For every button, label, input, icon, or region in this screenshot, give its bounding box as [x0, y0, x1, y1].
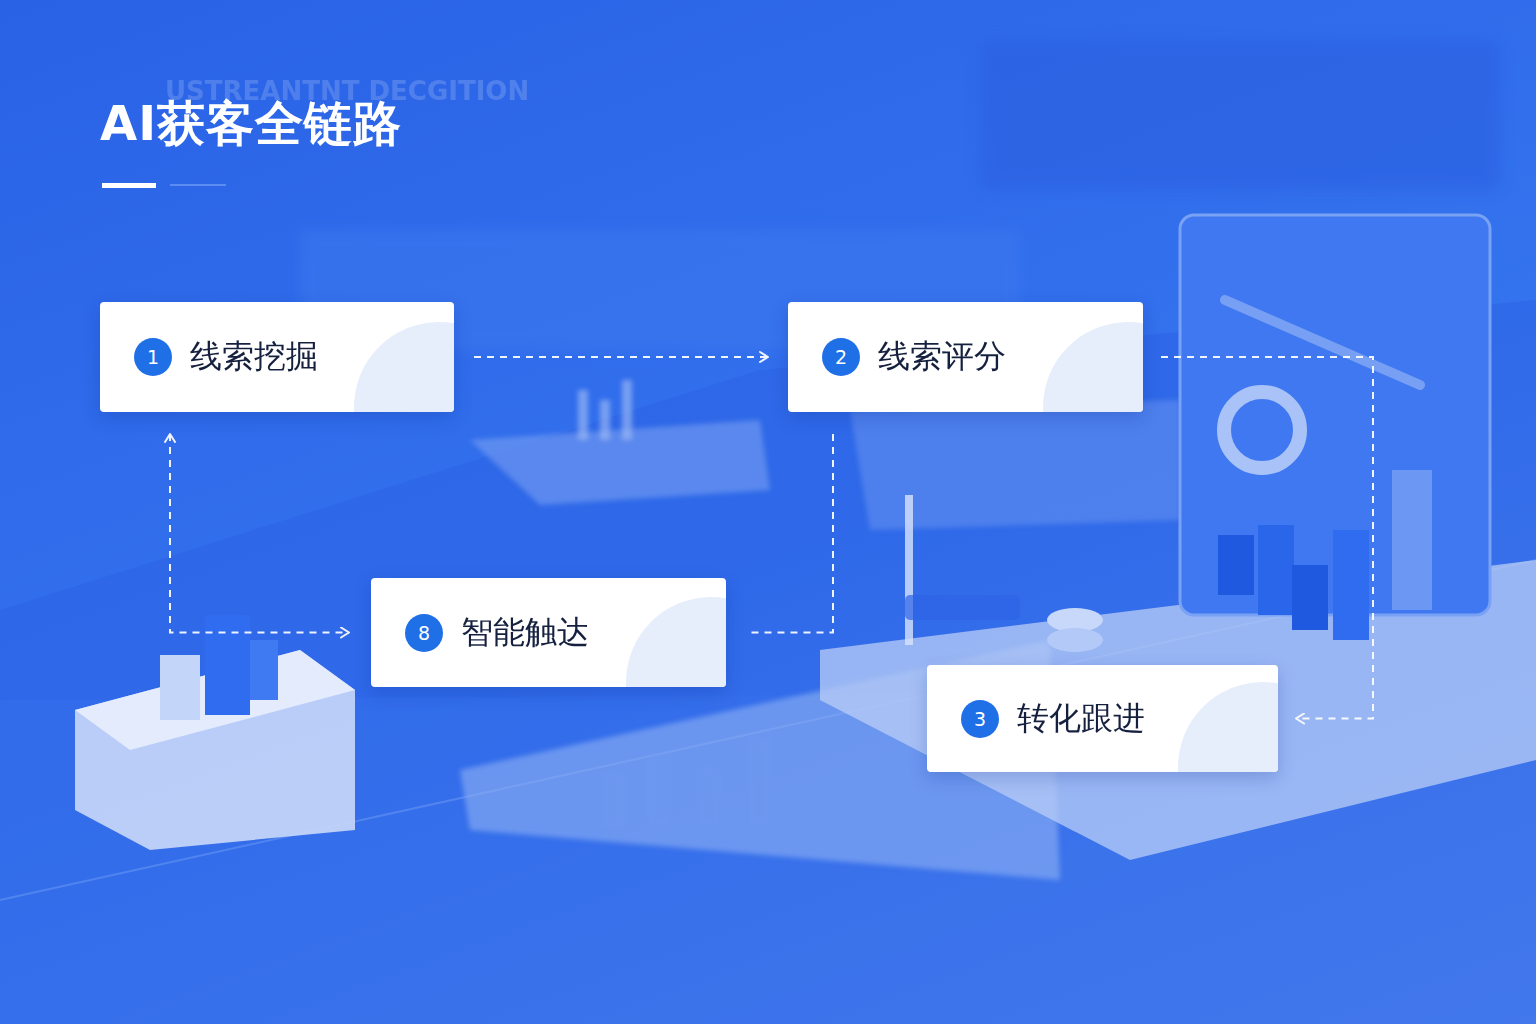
process-box: 3 转化跟进	[927, 665, 1278, 772]
process-box: 1 线索挖掘	[100, 302, 454, 412]
step-label: 线索评分	[878, 335, 1006, 379]
process-box: 2 线索评分	[788, 302, 1143, 412]
corner-decoration	[1043, 322, 1143, 412]
flow-connector	[474, 356, 768, 358]
step-label: 智能触达	[461, 611, 589, 655]
title-underline-faint	[170, 184, 226, 186]
flow-connector	[746, 434, 833, 633]
process-box: 8 智能触达	[371, 578, 726, 687]
corner-decoration	[626, 597, 726, 687]
callout-number: 3	[961, 700, 999, 738]
callout-number: 8	[405, 614, 443, 652]
corner-decoration	[1178, 682, 1278, 772]
step-label: 线索挖掘	[190, 335, 318, 379]
flow-connector	[170, 434, 349, 633]
watermark-text: USTREANTNT DECGITION	[165, 76, 529, 106]
corner-decoration	[354, 322, 454, 412]
title-underline	[102, 183, 156, 188]
callout-number: 2	[822, 338, 860, 376]
callout-number: 1	[134, 338, 172, 376]
step-label: 转化跟进	[1017, 697, 1145, 741]
